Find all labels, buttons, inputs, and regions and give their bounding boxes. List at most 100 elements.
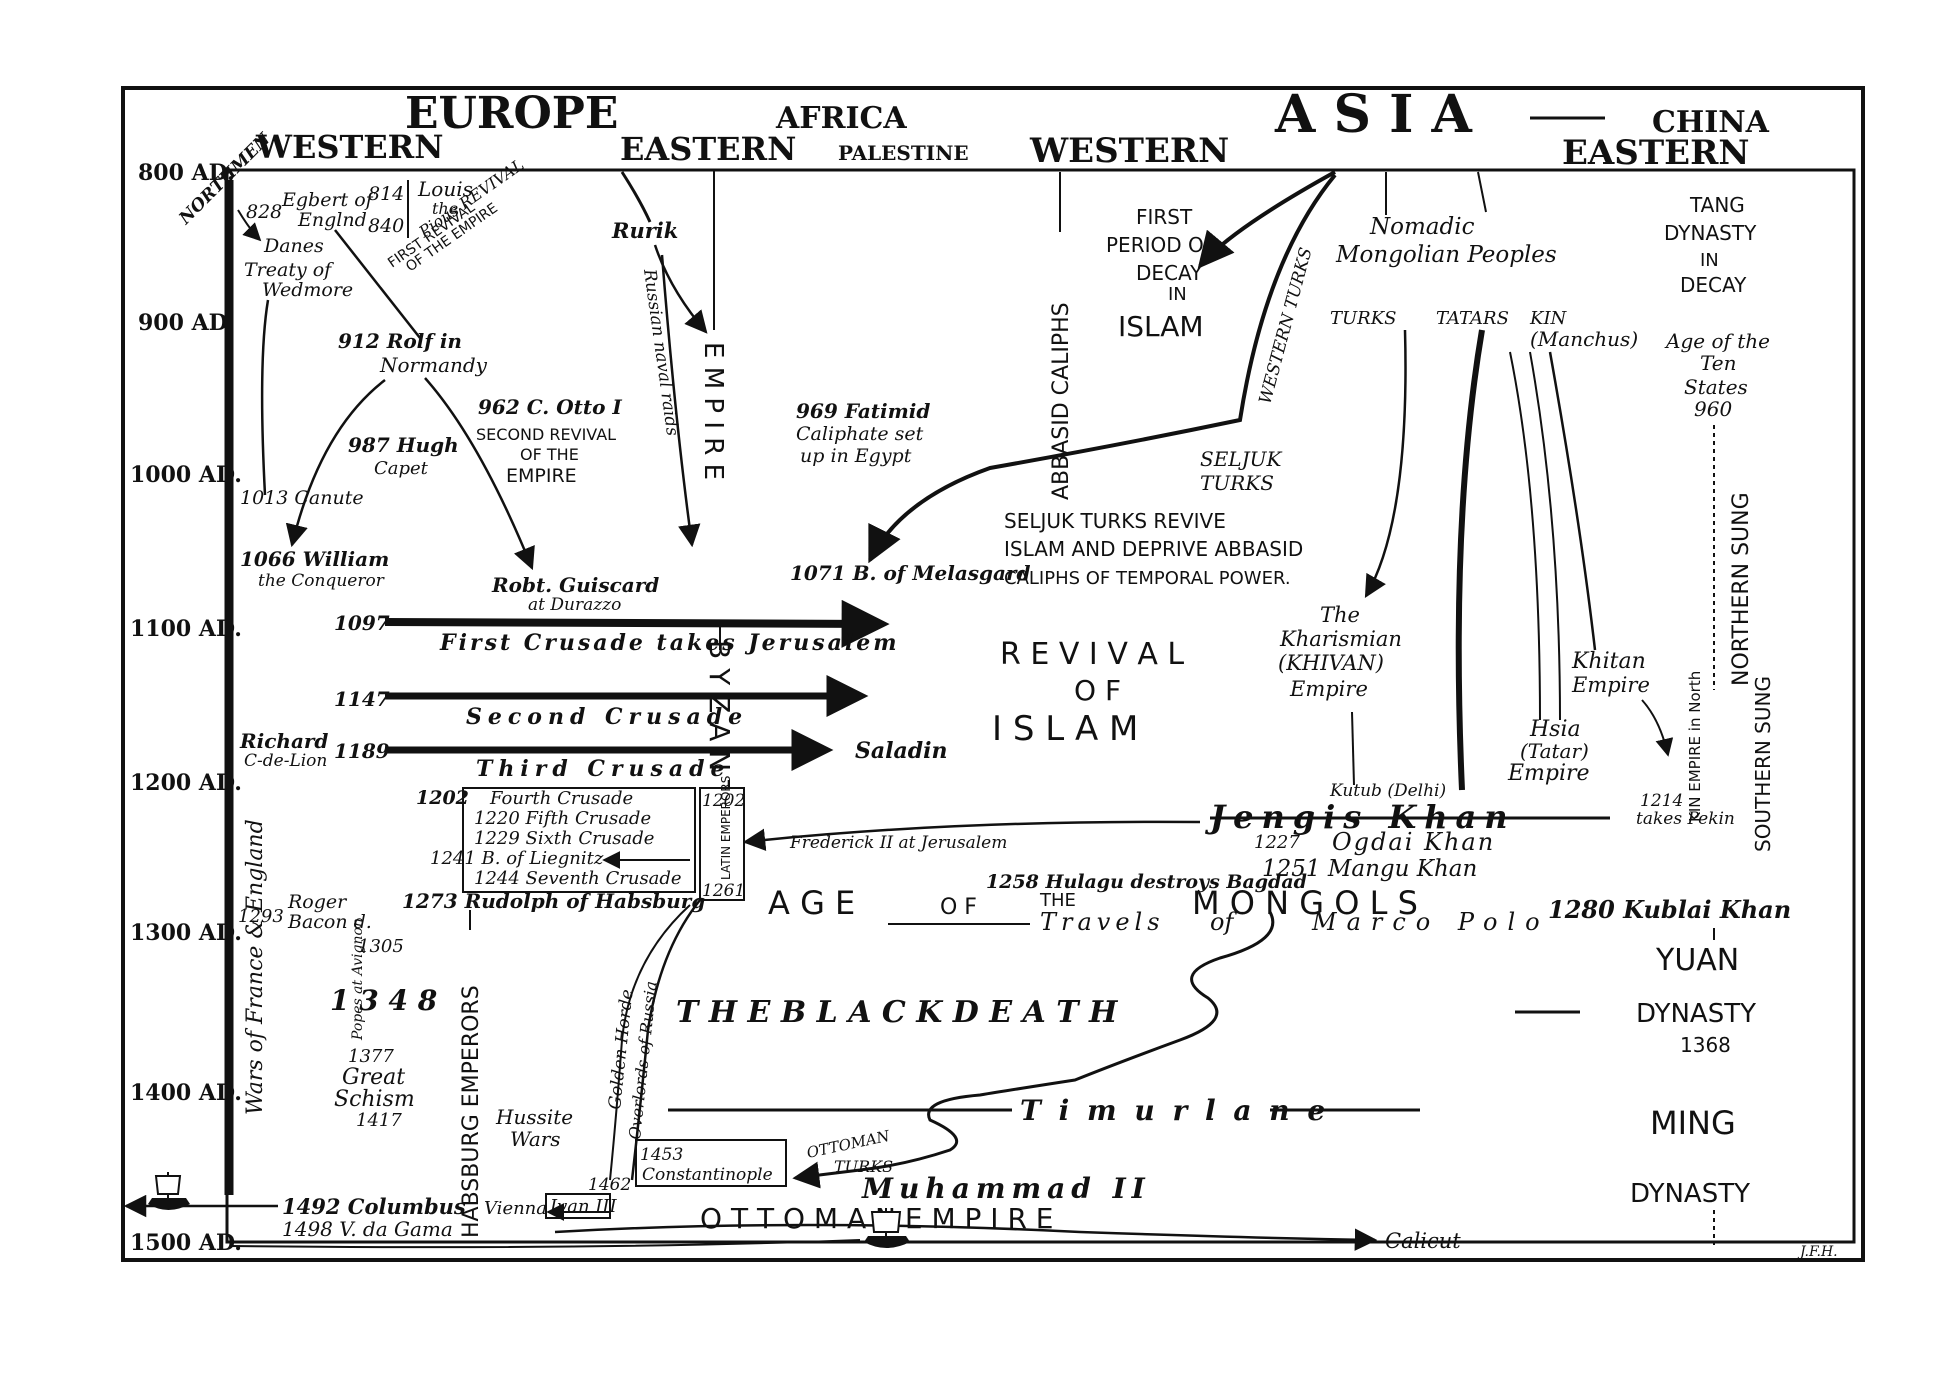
label-1305: 1305	[358, 936, 404, 957]
yuan-dynasty-label: DYNASTY	[1636, 999, 1756, 1029]
label-1214: 1214	[1640, 791, 1683, 811]
year-label: 1000 AD.	[130, 462, 242, 488]
kublai-label: 1280 Kublai Khan	[1548, 895, 1791, 924]
guiscard-label: Robt. Guiscard	[491, 573, 659, 597]
wedmore-label: Wedmore	[262, 279, 353, 301]
label-1293: 1293	[238, 906, 284, 927]
header-western-europe: WESTERN	[255, 128, 443, 166]
egbert-label: Egbert of	[281, 189, 376, 211]
label-1097: 1097	[334, 611, 390, 635]
kharismian-line	[1351, 711, 1355, 786]
label-1462: 1462	[588, 1175, 631, 1195]
coeur-label: C-de-Lion	[244, 751, 327, 771]
first-crusade-label: First Crusade takes Jerusalem	[439, 630, 900, 656]
islam-label: ISLAM	[1118, 310, 1204, 343]
label-1227: 1227	[1254, 832, 1300, 853]
kutub-label: Kutub (Delhi)	[1329, 781, 1446, 801]
hugh-label: 987 Hugh	[348, 433, 459, 457]
normandy-label: Normandy	[379, 353, 488, 377]
constantinople-box	[635, 1139, 787, 1187]
william-label: 1066 William	[240, 547, 389, 571]
in-label: IN	[1168, 284, 1187, 305]
bacon-label: Bacon d.	[287, 911, 372, 933]
signature: J.F.H.	[1797, 1244, 1838, 1260]
golden-horde-line	[630, 899, 701, 1181]
second-crusade-label: Second Crusade	[466, 704, 748, 730]
northmen-arrow	[237, 209, 262, 242]
seljuk-revive: SELJUK TURKS REVIVE	[1004, 509, 1226, 533]
kin-to-hsia-b	[1529, 351, 1561, 721]
header-palestine: PALESTINE	[838, 141, 969, 165]
rurik-line-a	[620, 171, 652, 223]
takes-pekin-label: takes Pekin	[1636, 809, 1735, 829]
first-period-label: FIRST	[1136, 205, 1193, 229]
age-of-the-label: Age of the	[1664, 329, 1770, 353]
frederick-label: Frederick II at Jerusalem	[789, 833, 1007, 853]
otto-label: 962 C. Otto I	[478, 395, 622, 419]
header-africa: AFRICA	[775, 101, 907, 136]
seljuk-label: SELJUK	[1200, 447, 1282, 471]
label-1417: 1417	[356, 1110, 402, 1131]
manchus-label: (Manchus)	[1530, 327, 1638, 351]
black-death: T H E B L A C K D E A T H	[676, 911, 1580, 1189]
habsburg-label: HABSBURG EMPERORS	[459, 985, 484, 1238]
header-western-asia: WESTERN	[1029, 131, 1229, 171]
latin-emperors: LATIN EMPERORS	[719, 776, 733, 880]
columbus-label: 1492 Columbus	[282, 1194, 466, 1219]
yuan-label: YUAN	[1655, 943, 1739, 978]
ogdai-label: Ogdai Khan	[1332, 828, 1495, 856]
year-label: 1300 AD.	[130, 920, 242, 946]
latin-1202: 1202	[702, 791, 745, 811]
outer-frame	[121, 86, 1865, 1262]
latin-emperors-box	[699, 787, 745, 901]
treaty-label: Treaty of	[244, 259, 334, 281]
jengis-label: Jengis Khan	[1204, 798, 1516, 836]
age-of-label: O F	[940, 895, 977, 920]
of-the-label: OF THE	[520, 445, 579, 464]
kharismian-label: Kharismian	[1279, 627, 1402, 651]
label-1453: 1453	[640, 1145, 683, 1165]
rolf-to-william	[285, 379, 386, 548]
popes-label: Popes at Avignon	[350, 918, 366, 1041]
label-840: 840	[368, 215, 404, 237]
marco-polo-label: Marco Polo	[1311, 908, 1550, 936]
mongolian-label: Mongolian Peoples	[1335, 242, 1557, 268]
the-label: the	[432, 199, 458, 218]
black-death-label: T H E B L A C K D E A T H	[676, 995, 1119, 1030]
great-label: Great	[342, 1065, 405, 1090]
ottoman-arrow	[554, 1223, 1378, 1251]
third-crusade-label: Third Crusade	[476, 756, 730, 782]
revival-label: R E V I V A L	[1000, 637, 1184, 672]
crusades: 1097 First Crusade takes Jerusalem 1147 …	[334, 599, 948, 913]
states-label: States	[1684, 375, 1748, 399]
western-turks-line	[1197, 170, 1336, 269]
header-china: CHINA	[1652, 105, 1770, 140]
khitan-to-kin	[1641, 699, 1674, 757]
mangu-label: 1251 Mangu Khan	[1262, 856, 1477, 882]
ship-icon-left	[148, 1172, 190, 1210]
of-label: O F	[1074, 674, 1121, 707]
caliphate-label: Caliphate set	[796, 423, 924, 445]
rolf-to-guiscard	[424, 377, 535, 571]
kharismian-empire-label: Empire	[1289, 677, 1368, 701]
age-label: A G E	[768, 884, 855, 922]
header-eastern-asia: EASTERN	[1562, 133, 1749, 173]
label-1147: 1147	[334, 687, 390, 711]
khitan-empire-label: Empire	[1571, 673, 1650, 697]
saladin-label: Saladin	[855, 738, 948, 764]
hsia-empire-label: Empire	[1507, 761, 1590, 786]
tang-dynasty-label: DYNASTY	[1664, 221, 1757, 245]
label-1189: 1189	[334, 739, 390, 763]
khivan-label: (KHIVAN)	[1278, 651, 1384, 675]
first-crusade-bar	[384, 599, 890, 648]
travels-label: Travels	[1040, 908, 1165, 936]
fifth-crusade: 1220 Fifth Crusade	[474, 808, 651, 829]
roger-label: Roger	[287, 891, 348, 913]
northern-sung-label: NORTHERN SUNG	[1729, 492, 1754, 686]
islam-events: 969 Fatimid Caliphate set up in Egypt AB…	[790, 170, 1337, 749]
empire-label: EMPIRE	[506, 465, 577, 487]
danes-line	[260, 299, 270, 496]
decay-label: DECAY	[1136, 261, 1203, 285]
muhammad-label: Muhammad II	[861, 1172, 1151, 1205]
